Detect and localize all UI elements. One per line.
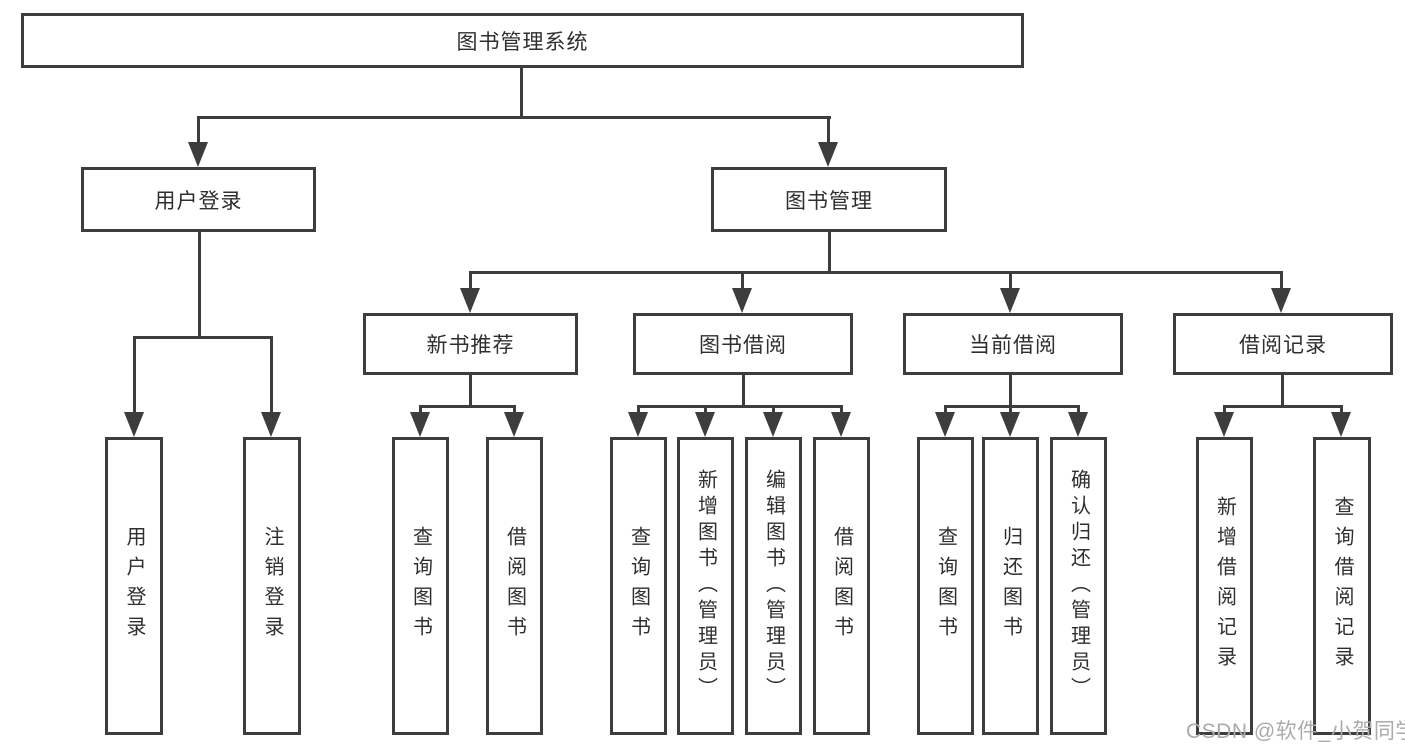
node-label: 用户登录: [154, 189, 243, 213]
node-leaf-query-borrow-record: 查询借阅记录: [1313, 437, 1371, 735]
node-root: 图书管理系统: [21, 13, 1024, 68]
edge-line: [1280, 271, 1283, 295]
edge-line: [469, 271, 1283, 274]
node-book-management: 图书管理: [711, 167, 947, 232]
node-leaf-borrow-book-2: 借阅图书: [813, 437, 870, 735]
node-leaf-add-book-admin: 新增图书（管理员）: [677, 437, 734, 735]
arrow-down-icon: [818, 142, 838, 167]
edge-line: [741, 271, 744, 295]
arrow-down-icon: [1000, 288, 1020, 313]
node-user-login-group: 用户登录: [81, 167, 316, 232]
node-leaf-query-book-2: 查询图书: [610, 437, 667, 735]
edge-line: [469, 271, 472, 295]
node-leaf-edit-book-admin: 编辑图书（管理员）: [745, 437, 802, 735]
node-leaf-add-borrow-record: 新增借阅记录: [1196, 437, 1253, 735]
arrow-down-icon: [1068, 412, 1088, 437]
arrow-down-icon: [763, 412, 783, 437]
edge-line: [637, 405, 843, 408]
node-label: 借阅图书: [830, 526, 853, 646]
node-leaf-return-book: 归还图书: [982, 437, 1039, 735]
node-label: 查询图书: [409, 526, 432, 646]
arrow-down-icon: [460, 288, 480, 313]
arrow-down-icon: [1331, 412, 1351, 437]
edge-line: [133, 336, 136, 419]
node-leaf-borrow-book-1: 借阅图书: [486, 437, 543, 735]
watermark: CSDN @软件_小贺同学: [1186, 720, 1405, 743]
edge-line: [270, 336, 273, 419]
arrow-down-icon: [732, 288, 752, 313]
node-label: 当前借阅: [969, 334, 1057, 357]
node-label: 图书管理系统: [456, 30, 589, 54]
edge-line: [828, 232, 831, 274]
edge-line: [1009, 271, 1012, 295]
node-label: 编辑图书（管理员）: [762, 469, 785, 703]
edge-line: [469, 375, 472, 408]
edge-line: [197, 116, 831, 119]
arrow-down-icon: [188, 142, 208, 167]
arrow-down-icon: [695, 412, 715, 437]
edge-line: [1009, 375, 1012, 408]
node-book-borrow: 图书借阅: [633, 313, 853, 375]
arrow-down-icon: [1271, 288, 1291, 313]
node-label: 归还图书: [999, 526, 1022, 646]
edge-line: [1223, 405, 1342, 408]
node-label: 确认归还（管理员）: [1067, 469, 1090, 703]
node-label: 新书推荐: [426, 334, 515, 357]
arrow-down-icon: [831, 412, 851, 437]
node-label: 图书借阅: [699, 334, 787, 357]
node-leaf-user-login: 用户登录: [105, 437, 163, 735]
arrow-down-icon: [261, 412, 281, 437]
node-borrow-record: 借阅记录: [1173, 313, 1393, 375]
node-label: 新增图书（管理员）: [694, 469, 717, 703]
node-label: 图书管理: [785, 189, 873, 213]
arrow-down-icon: [410, 412, 430, 437]
arrow-down-icon: [935, 412, 955, 437]
arrow-down-icon: [628, 412, 648, 437]
node-leaf-logout: 注销登录: [243, 437, 301, 735]
edge-line: [742, 375, 745, 408]
node-label: 用户登录: [123, 526, 145, 646]
node-label: 借阅记录: [1239, 334, 1327, 357]
arrow-down-icon: [1000, 412, 1020, 437]
arrow-down-icon: [504, 412, 524, 437]
edge-line: [520, 68, 523, 119]
edge-line: [1281, 375, 1284, 408]
edge-line: [133, 336, 273, 339]
edge-line: [198, 232, 201, 339]
node-leaf-query-book-1: 查询图书: [392, 437, 449, 735]
node-label: 注销登录: [261, 526, 283, 646]
node-leaf-query-book-3: 查询图书: [917, 437, 974, 735]
node-label: 查询借阅记录: [1331, 496, 1353, 676]
node-current-borrow: 当前借阅: [903, 313, 1123, 375]
arrow-down-icon: [124, 412, 144, 437]
node-label: 新增借阅记录: [1213, 496, 1236, 676]
node-new-book-recommend: 新书推荐: [363, 313, 578, 375]
edge-line: [419, 405, 516, 408]
node-label: 借阅图书: [503, 526, 526, 646]
node-label: 查询图书: [627, 526, 650, 646]
edge-line: [827, 116, 830, 151]
node-label: 查询图书: [934, 526, 957, 646]
edge-line: [197, 116, 200, 151]
node-leaf-confirm-return-admin: 确认归还（管理员）: [1050, 437, 1107, 735]
arrow-down-icon: [1214, 412, 1234, 437]
